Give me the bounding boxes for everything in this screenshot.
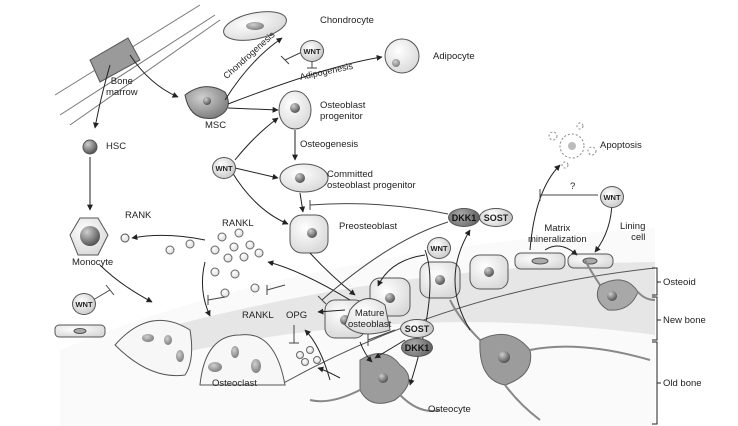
label-adipocyte: Adipocyte [433,51,475,62]
label-monocyte: Monocyte [72,257,114,268]
wnt-osteogenesis: WNT [212,157,236,179]
label-mature-osteoblast: Mature osteoblast [348,308,392,330]
label-matrix-mineralization: Matrix mineralization [528,223,587,245]
label-rankl-bottom: RANKL [242,310,274,321]
label-rank: RANK [125,210,152,221]
label-apoptosis: Apoptosis [600,140,642,151]
label-preosteoblast: Preosteoblast [339,221,398,232]
inhibition-lines [92,51,598,346]
osteoclasts [114,319,286,386]
wnt-osteoblast: WNT [427,237,451,259]
dkk1-upper: DKK1 [448,208,480,227]
wnt-chondro-adipo: WNT [300,40,324,62]
label-osteocyte: Osteocyte [428,404,471,415]
label-osteogenesis: Osteogenesis [300,139,359,150]
label-hsc: HSC [106,141,127,152]
label-bone-marrow: Bone marrow [106,76,138,98]
label-osteoclast: Osteoclast [212,378,257,389]
label-old-bone: Old bone [663,378,702,389]
label-chondrocyte: Chondrocyte [320,15,374,26]
sost-upper: SOST [479,208,513,227]
pathway-arrows [87,37,613,386]
label-opg: OPG [286,310,308,321]
label-committed-progenitor: Committed osteoblast progenitor [327,169,416,191]
label-osteoblast-progenitor: Osteoblast progenitor [320,100,366,122]
dkk1-lower: DKK1 [401,338,433,357]
bone-layer-brackets [652,267,661,425]
rankl-particles [165,228,321,366]
label-new-bone: New bone [663,315,706,326]
label-question: ? [570,181,576,192]
label-msc: MSC [205,120,227,131]
wnt-monocyte: WNT [72,293,96,315]
label-lining-cell: Lining cell [620,221,646,243]
wnt-lining: WNT [600,186,624,208]
bone-shaft [54,4,221,126]
label-osteoid: Osteoid [663,277,696,288]
cells [54,11,597,338]
label-rankl-top: RANKL [222,218,254,229]
sost-lower: SOST [400,319,434,338]
osteocytes [309,259,656,421]
